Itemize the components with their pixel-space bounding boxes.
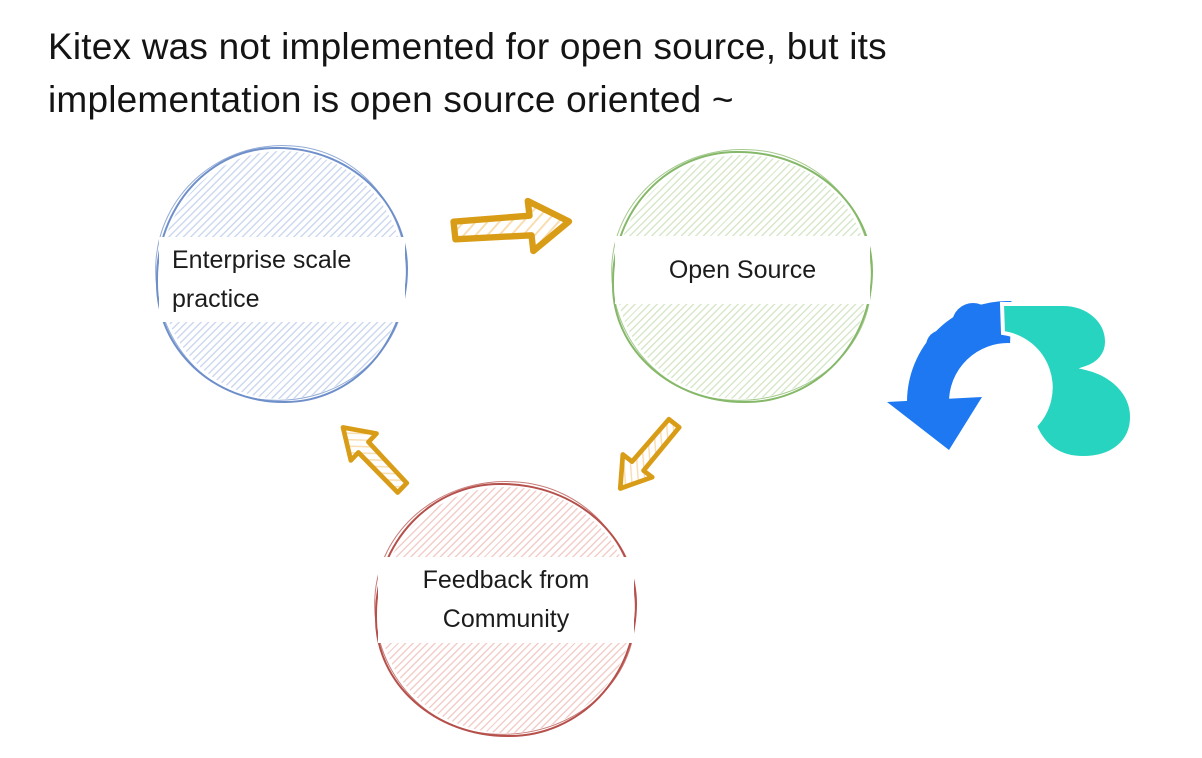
node-label-open-source: Open Source (615, 236, 870, 304)
node-open-source: Open Source (604, 142, 879, 408)
circle-outline (375, 483, 637, 737)
circle-outline (156, 147, 408, 403)
circle-outline (612, 151, 873, 403)
node-label-feedback: Feedback from Community (378, 557, 634, 643)
arrow-right-icon (450, 197, 573, 255)
slide-title: Kitex was not implemented for open sourc… (48, 26, 887, 120)
arrow-down-left-icon (617, 416, 682, 491)
cloudwego-logo (887, 301, 1135, 461)
node-feedback-community: Feedback from Community (367, 474, 643, 742)
node-label-enterprise: Enterprise scale practice (159, 237, 405, 322)
node-enterprise-practice: Enterprise scale practice (148, 138, 414, 408)
logo-cloud-teal (999, 302, 1135, 461)
logo-arrow-blue (887, 301, 1012, 450)
arrow-up-left-icon (340, 425, 410, 495)
